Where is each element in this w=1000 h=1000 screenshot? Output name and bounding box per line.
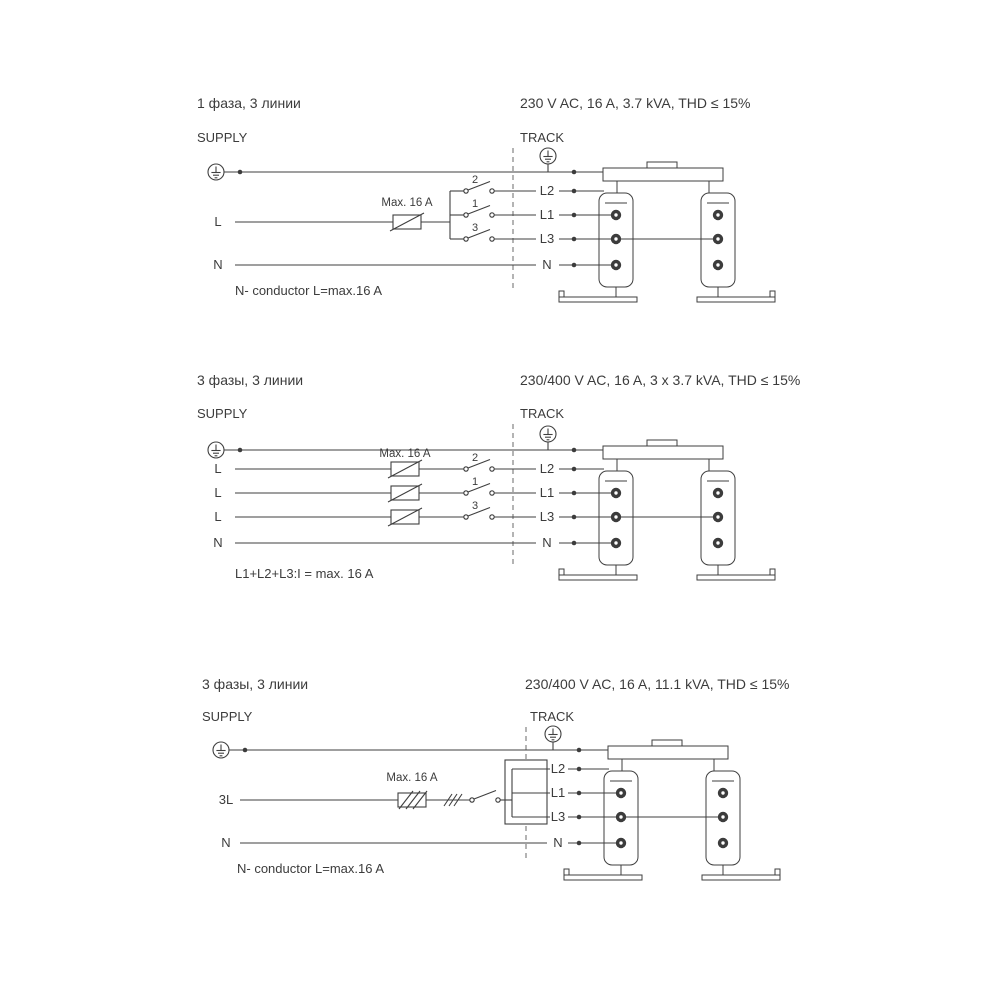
- track-line-label: L3: [540, 509, 554, 524]
- switch-icon: [463, 204, 495, 218]
- track-line-label: L1: [540, 207, 554, 222]
- switch-icon: [463, 506, 495, 520]
- diagram-note: N- conductor L=max.16 A: [235, 283, 382, 298]
- switch-number: 1: [472, 198, 478, 210]
- diagram-3phase-3lines-single-feed: 3 фазы, 3 линии 230/400 V AC, 16 A, 11.1…: [202, 676, 790, 881]
- diagram-1phase-3lines: 1 фаза, 3 линии 230 V AC, 16 A, 3.7 kVA,…: [197, 95, 776, 303]
- track-line-label: L1: [551, 785, 565, 800]
- diagram-3phase-3lines: 3 фазы, 3 линии 230/400 V AC, 16 A, 3 x …: [197, 372, 800, 581]
- supply-line-label: 3L: [219, 792, 233, 807]
- supply-label: SUPPLY: [197, 406, 248, 421]
- fuse-icon: [387, 483, 423, 503]
- junction-dots: [242, 747, 582, 846]
- fuse-rating-label: Max. 16 A: [386, 772, 437, 784]
- wires: [229, 742, 718, 844]
- supply-line-label: N: [213, 535, 222, 550]
- switch-icon: [463, 482, 495, 496]
- track-line-label: L2: [540, 183, 554, 198]
- switch-icon: [463, 458, 495, 472]
- wires: [224, 164, 713, 266]
- earth-ground-icon: [539, 147, 557, 165]
- switch-number: 1: [472, 476, 478, 488]
- supply-line-label: L: [214, 509, 221, 524]
- track-line-label: L3: [540, 231, 554, 246]
- supply-label: SUPPLY: [197, 130, 248, 145]
- supply-line-label: N: [213, 257, 222, 272]
- earth-ground-icon: [212, 741, 230, 759]
- track-label: TRACK: [520, 406, 564, 421]
- switch-icon: [469, 789, 501, 803]
- track-line-label: L1: [540, 485, 554, 500]
- diagram-note: L1+L2+L3:I = max. 16 A: [235, 566, 374, 581]
- track-line-label: N: [542, 535, 551, 550]
- junction-dots: [237, 447, 577, 546]
- fuse-icon: [389, 212, 425, 232]
- diagram-spec: 230/400 V AC, 16 A, 11.1 kVA, THD ≤ 15%: [525, 676, 790, 692]
- earth-ground-icon: [207, 163, 225, 181]
- switch-number: 2: [472, 452, 478, 464]
- supply-line-label: N: [221, 835, 230, 850]
- track-line-label: N: [553, 835, 562, 850]
- supply-line-label: L: [214, 214, 221, 229]
- phase-distribution-box: [504, 759, 548, 825]
- fuse-rating-label: Max. 16 A: [381, 197, 432, 209]
- supply-line-label: L: [214, 461, 221, 476]
- earth-ground-icon: [207, 441, 225, 459]
- track-label: TRACK: [520, 130, 564, 145]
- diagram-title: 1 фаза, 3 линии: [197, 95, 301, 111]
- switch-number: 3: [472, 500, 478, 512]
- track-cross-section: [563, 739, 781, 881]
- fuse-icon: [387, 507, 423, 527]
- fuse-rating-label: Max. 16 A: [379, 448, 430, 460]
- switch-icon: [463, 228, 495, 242]
- track-line-label: N: [542, 257, 551, 272]
- track-line-label: L2: [540, 461, 554, 476]
- junction-dots: [237, 169, 577, 268]
- fuse-icon: [387, 459, 423, 479]
- earth-ground-icon: [544, 725, 562, 743]
- supply-label: SUPPLY: [202, 709, 253, 724]
- earth-ground-icon: [539, 425, 557, 443]
- switch-number: 2: [472, 174, 478, 186]
- diagram-spec: 230/400 V AC, 16 A, 3 x 3.7 kVA, THD ≤ 1…: [520, 372, 800, 388]
- switch-number: 3: [472, 222, 478, 234]
- track-line-label: L2: [551, 761, 565, 776]
- diagram-spec: 230 V AC, 16 A, 3.7 kVA, THD ≤ 15%: [520, 95, 751, 111]
- three-pole-fuse-icon: [397, 790, 428, 810]
- wires: [224, 442, 713, 544]
- track-line-label: L3: [551, 809, 565, 824]
- supply-line-label: L: [214, 485, 221, 500]
- track-cross-section: [558, 161, 776, 303]
- diagram-note: N- conductor L=max.16 A: [237, 861, 384, 876]
- switch-icon: [463, 180, 495, 194]
- track-cross-section: [558, 439, 776, 581]
- diagram-title: 3 фазы, 3 линии: [202, 676, 308, 692]
- diagram-title: 3 фазы, 3 линии: [197, 372, 303, 388]
- track-label: TRACK: [530, 709, 574, 724]
